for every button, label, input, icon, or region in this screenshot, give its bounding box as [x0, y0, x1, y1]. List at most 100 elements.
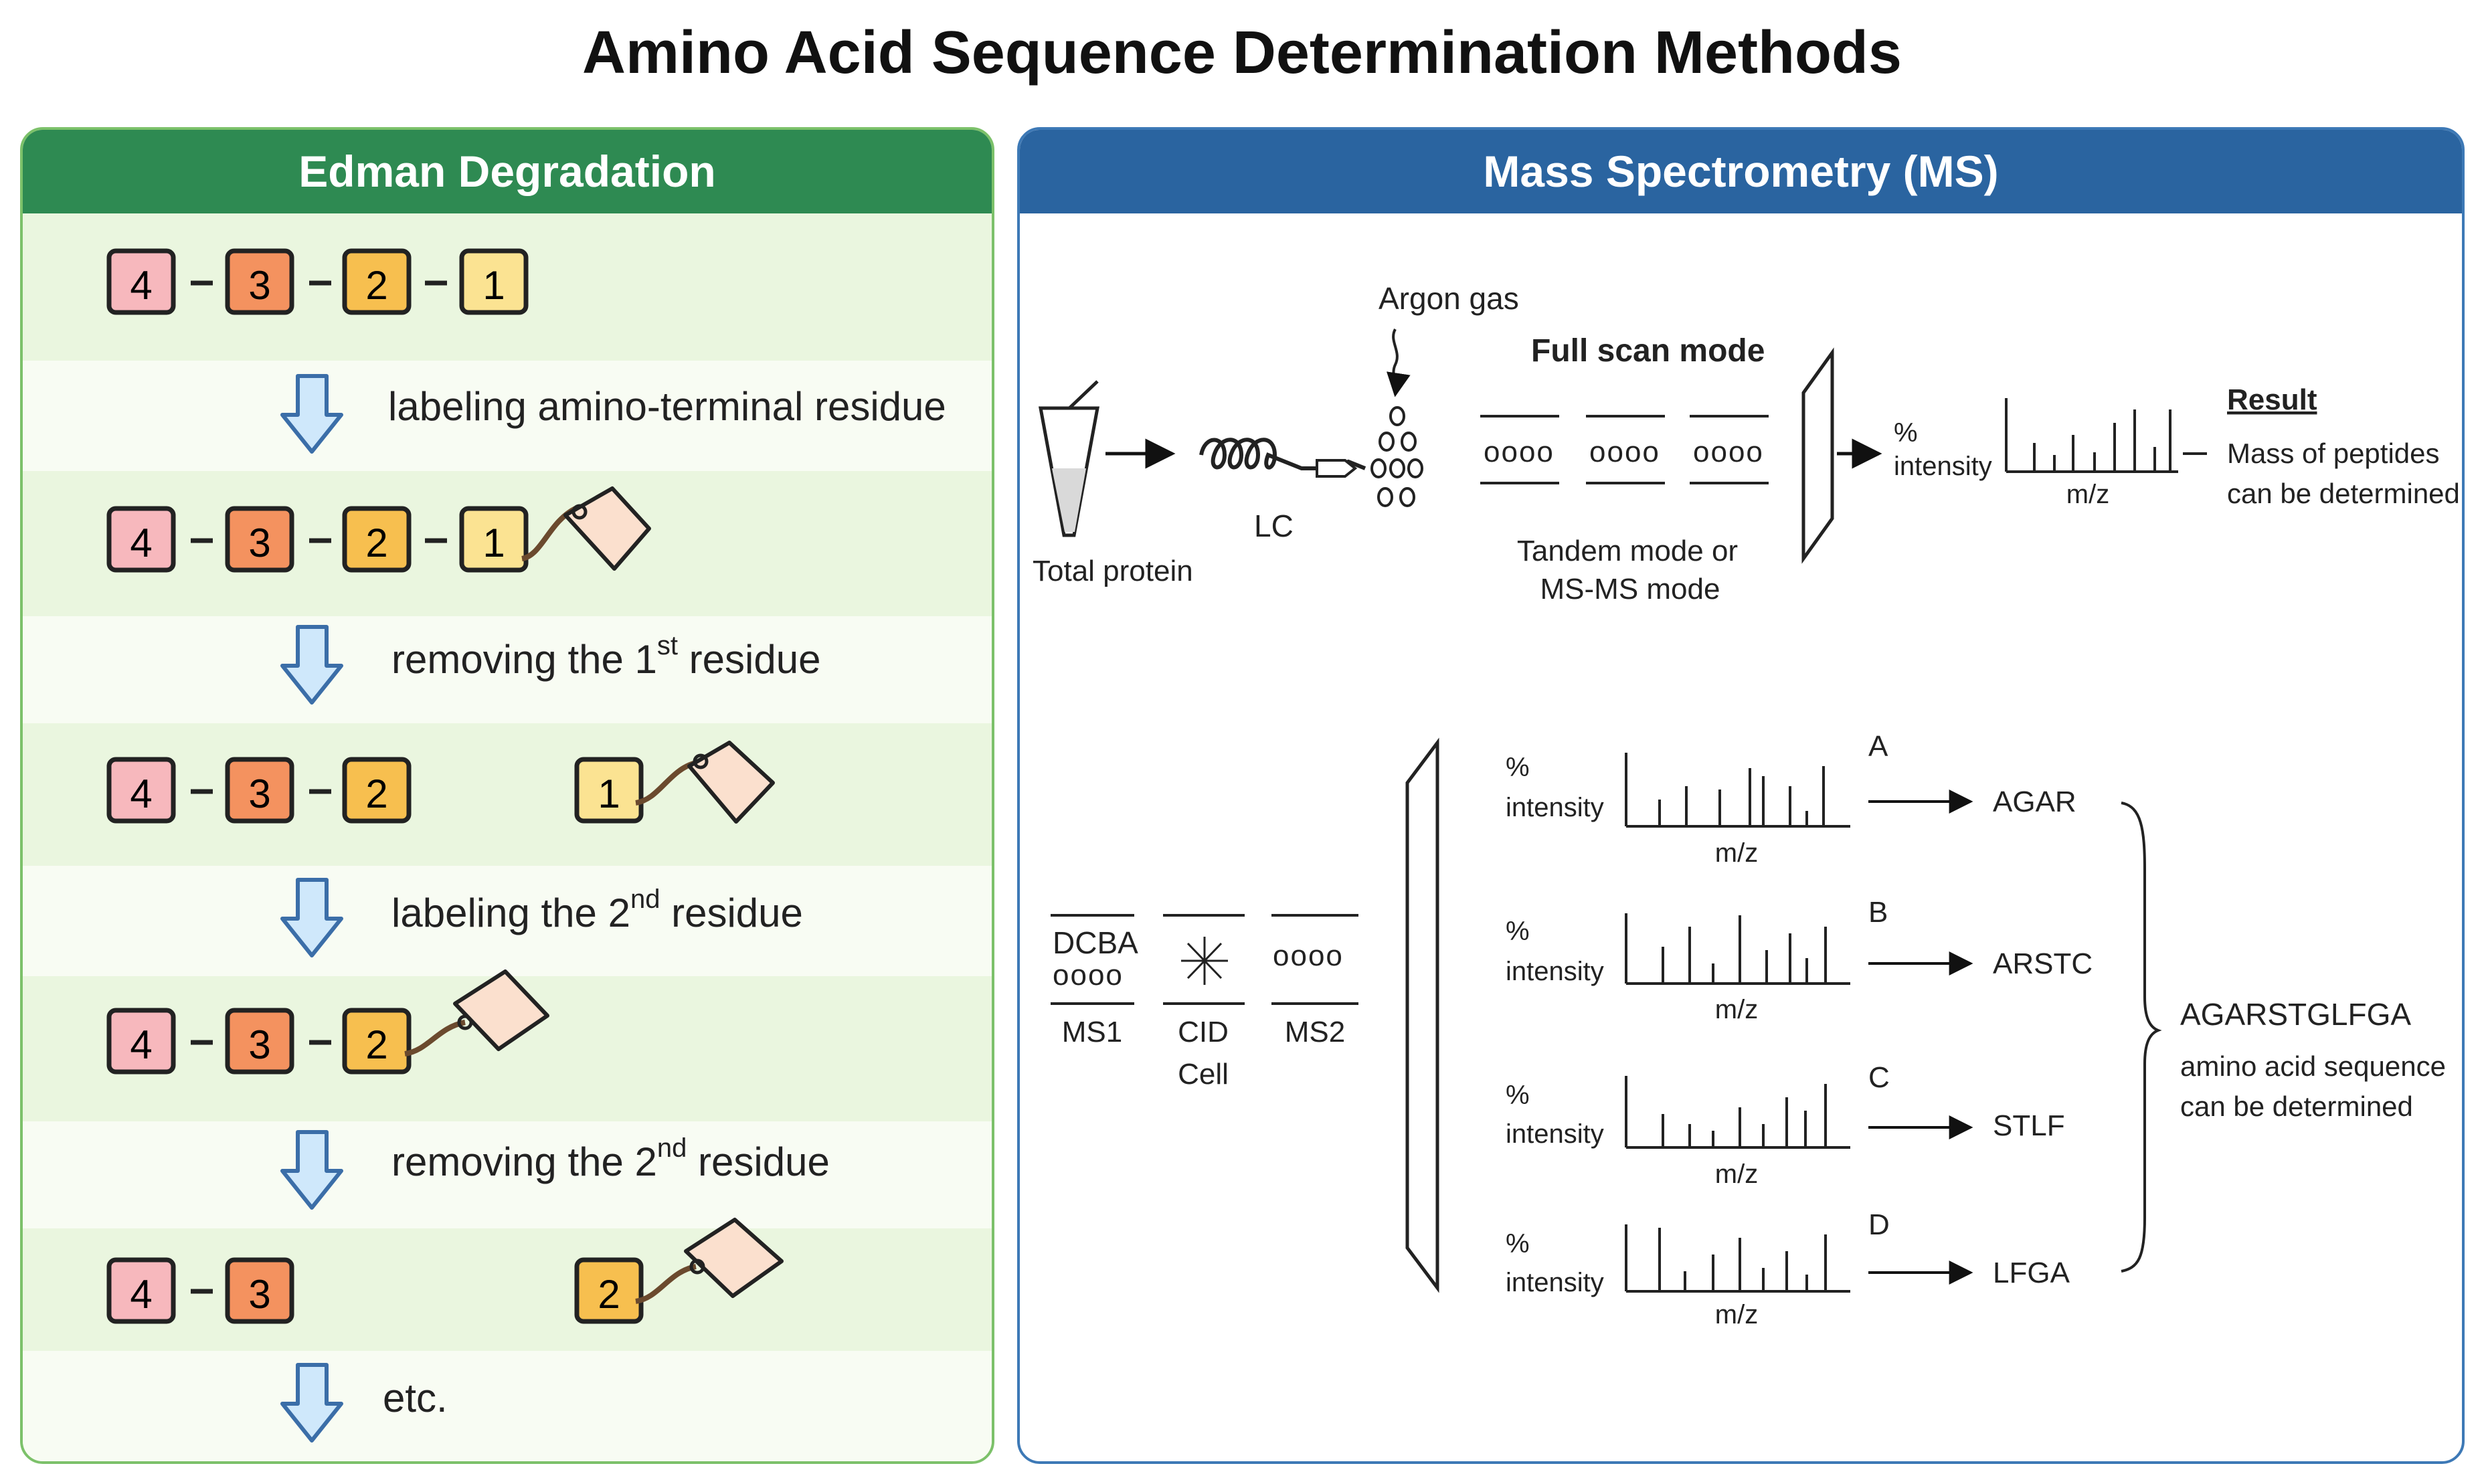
ion-circles: oooo [1273, 939, 1344, 972]
residue-3: 3 [225, 1257, 294, 1324]
svg-text:4: 4 [130, 1272, 152, 1317]
label-tag-icon [521, 486, 651, 571]
ion-circles: oooo [1589, 436, 1660, 468]
lc-label: LC [1254, 508, 1294, 543]
svg-text:1: 1 [482, 263, 505, 308]
residue-1: 1 [574, 757, 644, 824]
detector-plate [1405, 737, 1439, 1293]
edman-stripe [23, 866, 992, 976]
peptide-fragment: AGAR [1993, 785, 2076, 818]
edman-step-3: labeling the 2nd residue [391, 885, 803, 935]
down-arrow-icon [280, 374, 343, 454]
intensity-label: intensity [1894, 452, 1992, 481]
residue-2: 2 [342, 1008, 412, 1075]
intensity-pct: % [1506, 1229, 1530, 1259]
cid-cell-stage [1163, 914, 1245, 1005]
grouping-brace [2121, 802, 2162, 1273]
edman-stripe [23, 361, 992, 471]
detector-plate [1801, 347, 1834, 564]
argon-arrow [1386, 329, 1411, 397]
edman-row-4: 4 3 2 [106, 969, 549, 1075]
svg-text:2: 2 [365, 263, 387, 308]
svg-text:4: 4 [130, 263, 152, 308]
residue-3: 3 [225, 1008, 294, 1075]
edman-panel: Edman Degradation [20, 127, 994, 1464]
ms1-top-label: DCBA [1053, 925, 1138, 960]
page-title: Amino Acid Sequence Determination Method… [582, 19, 1902, 86]
svg-text:4: 4 [130, 521, 152, 565]
spectrum-label: B [1868, 896, 1888, 929]
result-text: can be determined [2227, 478, 2460, 509]
sequence-text: amino acid sequence [2180, 1050, 2446, 1082]
svg-text:4: 4 [130, 771, 152, 816]
edman-stripe [23, 1121, 992, 1228]
edman-row-3: 4 3 2 1 [106, 741, 775, 824]
argon-gas-label: Argon gas [1379, 281, 1519, 316]
mz-label: m/z [1715, 1300, 1758, 1329]
residue-1: 1 [459, 248, 529, 315]
down-arrow-icon [280, 625, 343, 705]
edman-step-5: etc. [383, 1376, 448, 1420]
residue-2: 2 [342, 248, 412, 315]
svg-text:3: 3 [248, 263, 270, 308]
intensity-label: intensity [1506, 1119, 1604, 1149]
sequence-result: AGARSTGLFGA [2180, 997, 2411, 1032]
lc-column-icon [1199, 438, 1366, 478]
tandem-mode-label: Tandem mode or [1517, 535, 1738, 567]
ms1-label: MS1 [1062, 1016, 1122, 1048]
residue-4: 4 [106, 506, 176, 573]
spectrum-label: A [1868, 730, 1888, 763]
edman-step-1: labeling amino-terminal residue [388, 384, 946, 429]
label-tag-icon [635, 1218, 784, 1304]
residue-2: 2 [342, 757, 412, 824]
edman-step-4: removing the 2nd residue [391, 1133, 830, 1184]
edman-panel-header: Edman Degradation [23, 130, 992, 213]
intensity-label: intensity [1506, 1268, 1604, 1297]
edman-stripe [23, 616, 992, 723]
spectrum-c: % intensity m/z C STLF [1506, 1061, 2065, 1189]
residue-4: 4 [106, 1008, 176, 1075]
result-title: Result [2227, 383, 2317, 416]
down-arrow-icon [280, 1363, 343, 1443]
tandem-mode-label: MS-MS mode [1540, 573, 1720, 606]
ion-circles: oooo [1053, 959, 1124, 992]
residue-2: 2 [574, 1257, 644, 1324]
spectrum-d: % intensity m/z D LFGA [1506, 1208, 2070, 1329]
spectrum-label: D [1868, 1208, 1890, 1241]
spectrum-peaks [1625, 753, 1850, 828]
svg-text:2: 2 [598, 1272, 620, 1317]
ms2-label: MS2 [1285, 1016, 1345, 1048]
ms1-stage [1051, 914, 1134, 1005]
down-arrow-icon [280, 1130, 343, 1210]
residue-3: 3 [225, 248, 294, 315]
mz-label: m/z [2066, 480, 2109, 509]
spectrum-b: % intensity m/z B ARSTC [1506, 896, 2093, 1024]
spectrum-peaks [1625, 913, 1850, 985]
peptide-fragment: LFGA [1993, 1257, 2070, 1289]
svg-text:3: 3 [248, 1022, 270, 1067]
cid-label: CID [1178, 1016, 1229, 1048]
cell-label: Cell [1178, 1058, 1229, 1091]
residue-1: 1 [459, 506, 529, 573]
svg-text:1: 1 [482, 521, 505, 565]
result-text: Mass of peptides [2227, 438, 2440, 469]
edman-row-5: 4 3 2 [106, 1218, 784, 1324]
svg-text:3: 3 [248, 1272, 270, 1317]
ms2-stage [1271, 914, 1358, 1005]
spectrum-a: % intensity m/z A AGAR [1506, 730, 2076, 868]
mz-label: m/z [1715, 838, 1758, 868]
residue-3: 3 [225, 757, 294, 824]
label-tag-icon [635, 741, 775, 824]
svg-text:2: 2 [365, 771, 387, 816]
spectrum-peaks [1625, 1224, 1850, 1293]
mz-label: m/z [1715, 1160, 1758, 1189]
residue-4: 4 [106, 1257, 176, 1324]
down-arrow-icon [280, 878, 343, 957]
ion-circles: oooo [1693, 436, 1764, 468]
residue-4: 4 [106, 757, 176, 824]
spectrum-peaks [1625, 1076, 1850, 1149]
edman-stripe [23, 1351, 992, 1461]
intensity-pct: % [1506, 1081, 1530, 1110]
sequence-text: can be determined [2180, 1091, 2413, 1122]
quadrupole-stages [1480, 415, 1769, 484]
